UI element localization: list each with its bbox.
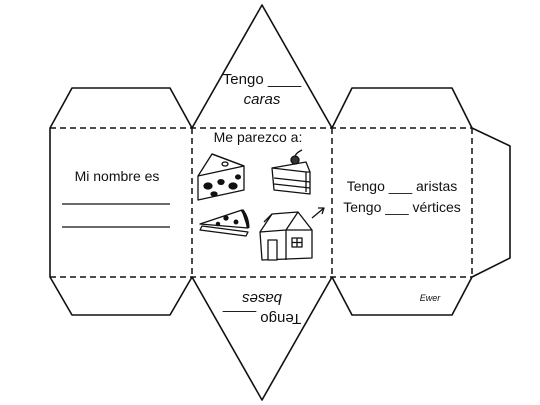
bases-label: bases: [241, 290, 282, 307]
fold-lines: [50, 127, 473, 278]
net-outline: [49, 4, 511, 401]
resembles-title: Me parezco a:: [214, 129, 303, 145]
bases-text: Tengo ____: [222, 310, 301, 327]
pizza-slice-icon: [199, 209, 250, 237]
top-faces-label: caras: [244, 91, 281, 108]
vertices-text: Tengo ___ vértices: [343, 199, 461, 215]
signature: Ewer: [420, 293, 442, 303]
bottom-bases-group: Tengo ____ bases: [222, 290, 301, 327]
top-faces-text: Tengo ____: [223, 71, 302, 88]
name-label: Mi nombre es: [75, 168, 160, 184]
house-icon: [259, 207, 325, 261]
cake-slice-icon: [271, 149, 311, 195]
edges-text: Tengo ___ aristas: [347, 178, 458, 194]
cheese-wedge-icon: [197, 153, 245, 201]
